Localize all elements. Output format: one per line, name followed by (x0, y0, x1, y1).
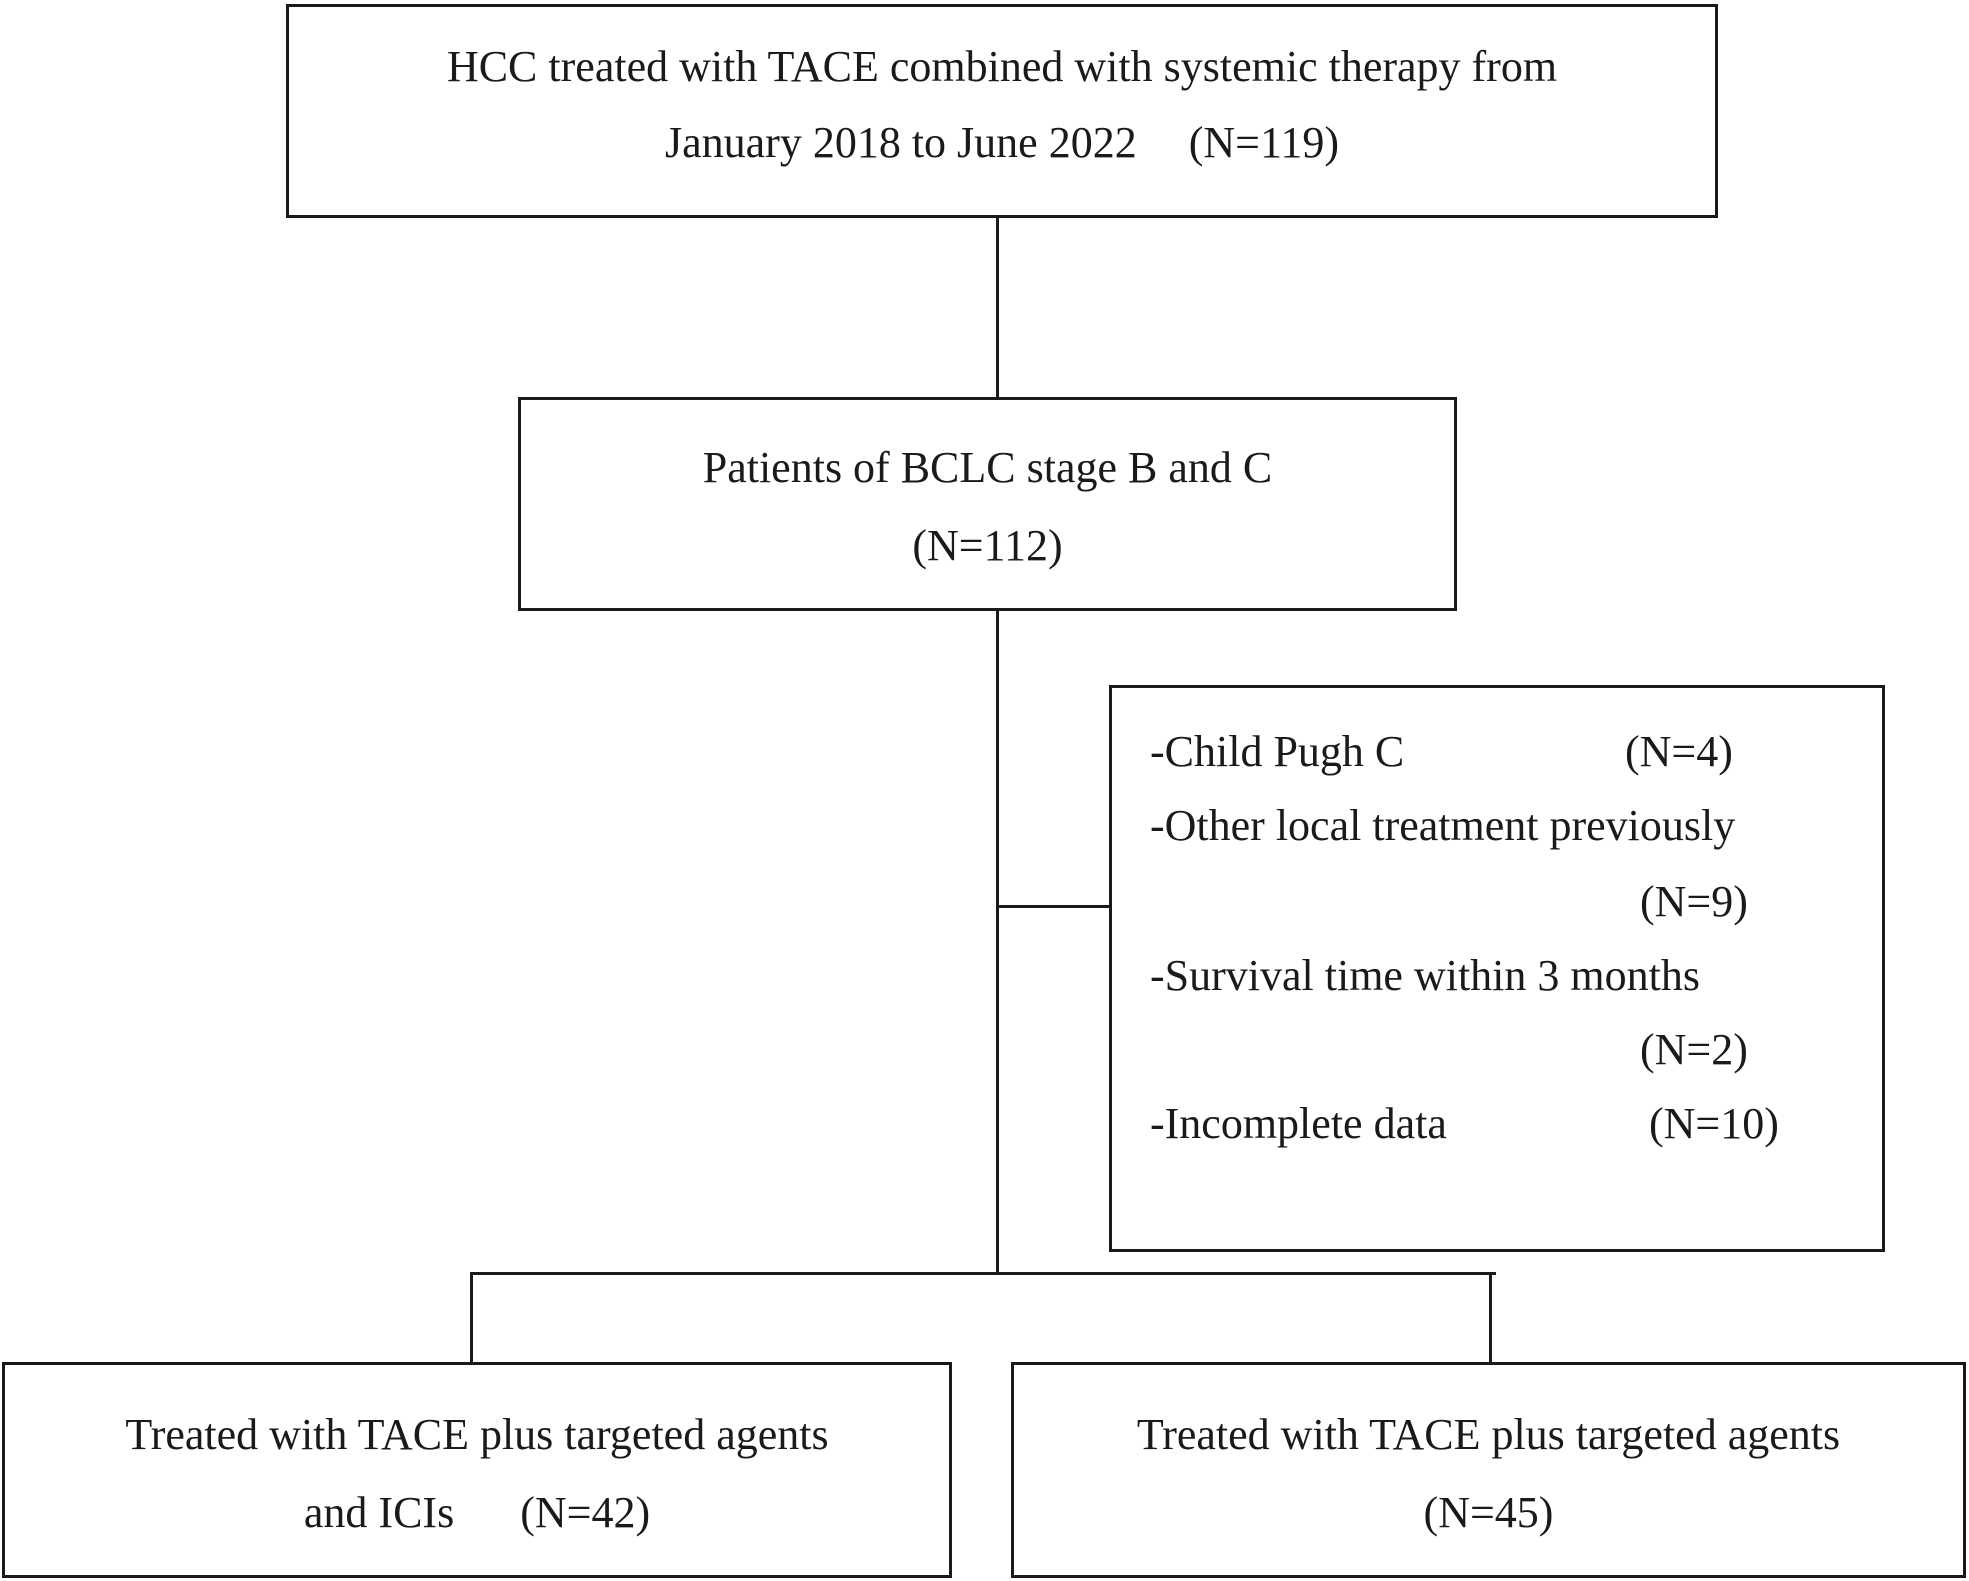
group-right-count: (N=45) (1423, 1488, 1554, 1537)
bclc-count: (N=112) (912, 521, 1063, 570)
exclusion-item-4-label: -Incomplete data (1150, 1099, 1447, 1148)
bclc-box: Patients of BCLC stage B and C (N=112) (518, 397, 1457, 611)
split-line (470, 1272, 1496, 1275)
exclusion-item-4-count: (N=10) (1649, 1099, 1779, 1148)
connector-1 (996, 218, 999, 398)
drop-right (1489, 1272, 1492, 1364)
exclusion-item-2-count: (N=9) (1640, 877, 1748, 926)
exclusion-item-1-label: -Child Pugh C (1150, 727, 1405, 776)
cohort-subtitle: January 2018 to June 2022 (N=119) (289, 121, 1715, 165)
cohort-count: (N=119) (1188, 118, 1339, 167)
group-left-arm: and ICIs (303, 1488, 455, 1537)
group-left-box: Treated with TACE plus targeted agents a… (2, 1362, 952, 1578)
group-left-count: (N=42) (520, 1488, 651, 1537)
group-left-subtitle: and ICIs (N=42) (5, 1491, 949, 1535)
exclusion-box: -Child Pugh C (N=4) -Other local treatme… (1109, 685, 1885, 1252)
drop-left (470, 1272, 473, 1364)
cohort-title: HCC treated with TACE combined with syst… (446, 42, 1558, 91)
group-left-title: Treated with TACE plus targeted agents (125, 1410, 829, 1459)
exclusion-item-3-count: (N=2) (1640, 1025, 1748, 1074)
exclusion-item-3-label: -Survival time within 3 months (1150, 951, 1700, 1000)
connector-2 (996, 611, 999, 1273)
group-right-title: Treated with TACE plus targeted agents (1136, 1410, 1841, 1459)
exclusion-item-2-label: -Other local treatment previously (1150, 801, 1736, 850)
cohort-box: HCC treated with TACE combined with syst… (286, 4, 1718, 218)
bclc-title: Patients of BCLC stage B and C (702, 443, 1273, 492)
exclusion-item-1-count: (N=4) (1625, 727, 1733, 776)
exclusion-branch (996, 905, 1110, 908)
cohort-period: January 2018 to June 2022 (665, 118, 1137, 167)
group-right-box: Treated with TACE plus targeted agents (… (1011, 1362, 1966, 1578)
